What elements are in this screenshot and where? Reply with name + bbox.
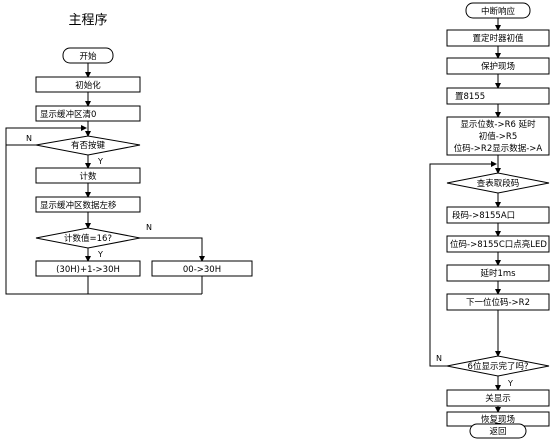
key-no-label: N (26, 134, 32, 143)
save-context-label: 保护现场 (481, 61, 515, 72)
done-check-diamond (446, 355, 550, 377)
main-program-flowchart: 主程序 开始 初始化 显示缓冲区清0 有否按键 N Y 计数 显示缓冲区数据左移… (5, 13, 253, 295)
done-check-label: 6位显示完了吗? (468, 361, 529, 372)
return-label: 返回 (489, 426, 506, 437)
loop-back-path (5, 125, 202, 295)
reset-label: 00->30H (183, 265, 221, 275)
display-off-label: 关显示 (485, 393, 511, 404)
count-label: 计数 (79, 171, 97, 182)
done-yes-label: Y (507, 379, 513, 388)
prep-box (446, 116, 550, 156)
segment-out-label: 段码->8155A口 (452, 210, 515, 221)
delay-label: 延时1ms (480, 268, 516, 279)
start-label: 开始 (79, 51, 97, 62)
next-bit-label: 下一位位码->R2 (466, 297, 530, 308)
init-label: 初始化 (75, 80, 101, 91)
main-program-title: 主程序 (68, 13, 107, 28)
count-check-label: 计数值=16? (64, 233, 112, 244)
shift-label: 显示缓冲区数据左移 (40, 200, 117, 211)
done-no-label: N (436, 354, 442, 363)
interrupt-start-label: 中断响应 (481, 6, 516, 17)
prep-line-1: 显示位数->R6 延时 (460, 119, 536, 130)
timer-init-label: 置定时器初值 (472, 33, 524, 44)
done-no-loop (429, 161, 497, 367)
bit-out-label: 位码->8155C口点亮LED (450, 239, 547, 250)
restore-context-label: 恢复现场 (481, 414, 515, 425)
clear-buffer-label: 显示缓冲区清0 (40, 109, 96, 120)
check-no-label: N (146, 223, 152, 232)
key-check-label: 有否按键 (71, 140, 106, 151)
prep-line-3: 位码->R2显示数据->A (454, 143, 543, 154)
increment-label: (30H)+1->30H (56, 265, 120, 275)
return-terminal (469, 423, 527, 439)
key-check-diamond (35, 135, 141, 156)
prep-line-2: 初值->R5 (479, 131, 518, 142)
interrupt-flowchart: 中断响应 置定时器初值 保护现场 置8155 显示位数->R6 延时 初值->R… (429, 2, 550, 439)
lookup-diamond (446, 172, 550, 194)
set-8155-label: 置8155 (455, 92, 485, 102)
check-yes-label: Y (97, 250, 103, 259)
check-no-path (140, 237, 205, 262)
lookup-label: 查表取段码 (477, 178, 520, 189)
key-yes-label: Y (97, 157, 103, 166)
